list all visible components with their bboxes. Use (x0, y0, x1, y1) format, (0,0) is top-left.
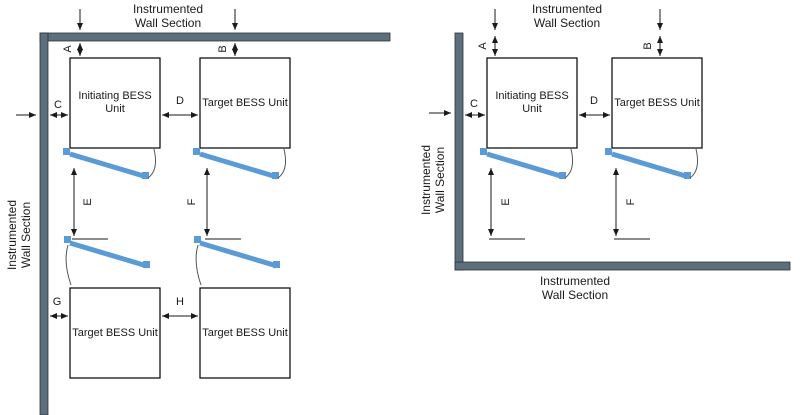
initiating-bess-box (69, 57, 161, 149)
initiating-bess-label: Initiating BESS Unit (78, 90, 152, 115)
wall-label-line1: Instrumented (5, 199, 19, 271)
swing-arc (147, 148, 156, 179)
swing-arc (564, 148, 573, 179)
swing-arc (195, 244, 202, 286)
vent-tip (194, 236, 201, 243)
right-diagram-left-wall (454, 32, 464, 271)
vent-hinge (63, 148, 70, 155)
dim-h-label: H (176, 296, 184, 308)
dim-b-label: B (642, 42, 654, 50)
target-bess-box (199, 57, 291, 149)
wall-label-line1: Instrumented (539, 274, 611, 288)
vent-panel (486, 151, 565, 180)
swing-arc (689, 148, 698, 179)
wall-label-line2: Wall Section (433, 146, 447, 214)
left-top-wall-label: Instrumented Wall Section (98, 2, 238, 30)
vent-hinge (193, 148, 200, 155)
wall-label-line2: Wall Section (19, 201, 33, 269)
dim-d-label: D (590, 95, 598, 107)
right-diagram-bottom-wall (454, 261, 791, 271)
wall-label-line1: Instrumented (531, 2, 603, 16)
target-bess-label: Target BESS Unit (202, 96, 288, 109)
vent-panel (199, 240, 278, 269)
target-bess-box (69, 287, 161, 379)
dim-b-label: B (217, 45, 229, 53)
vent-tip (142, 172, 149, 179)
left-side-wall-label: Instrumented Wall Section (5, 165, 33, 305)
dim-f-label: F (186, 198, 198, 206)
wall-label-line2: Wall Section (134, 16, 202, 30)
right-side-wall-label: Instrumented Wall Section (419, 110, 447, 250)
target-bess-label: Target BESS Unit (72, 326, 158, 339)
vent-tip (684, 172, 691, 179)
dim-e-label: E (82, 198, 94, 206)
vent-tip (272, 172, 279, 179)
dim-c-label: C (54, 99, 62, 111)
target-bess-box (611, 57, 703, 149)
target-bess-box (199, 287, 291, 379)
right-top-wall-label: Instrumented Wall Section (497, 2, 637, 30)
vent-hinge (273, 261, 280, 268)
target-bess-label: Target BESS Unit (614, 96, 700, 109)
dim-d-label: D (176, 95, 184, 107)
left-diagram-left-wall (39, 32, 49, 415)
vent-hinge (143, 261, 150, 268)
wall-label-line2: Wall Section (541, 288, 609, 302)
wall-label-line1: Instrumented (132, 2, 204, 16)
left-diagram-top-wall (39, 32, 391, 42)
dim-c-label: C (470, 98, 478, 110)
dim-f-label: F (625, 198, 637, 206)
right-bottom-wall-label: Instrumented Wall Section (505, 274, 645, 302)
dim-a-label: A (62, 45, 74, 53)
swing-arc (277, 148, 286, 179)
vent-panel (69, 240, 148, 269)
wall-label-line1: Instrumented (419, 144, 433, 216)
vent-tip (64, 236, 71, 243)
swing-arc (65, 244, 72, 286)
vent-tip (559, 172, 566, 179)
vent-hinge (480, 148, 487, 155)
vent-panel (69, 151, 148, 180)
initiating-bess-box (486, 57, 578, 149)
dim-e-label: E (500, 198, 512, 206)
initiating-bess-label: Initiating BESS Unit (495, 90, 569, 115)
target-bess-label: Target BESS Unit (202, 326, 288, 339)
vent-hinge (605, 148, 612, 155)
vent-panel (199, 151, 278, 180)
dim-g-label: G (52, 296, 62, 308)
wall-label-line2: Wall Section (533, 16, 601, 30)
dim-a-label: A (477, 42, 489, 50)
vent-panel (611, 151, 690, 180)
